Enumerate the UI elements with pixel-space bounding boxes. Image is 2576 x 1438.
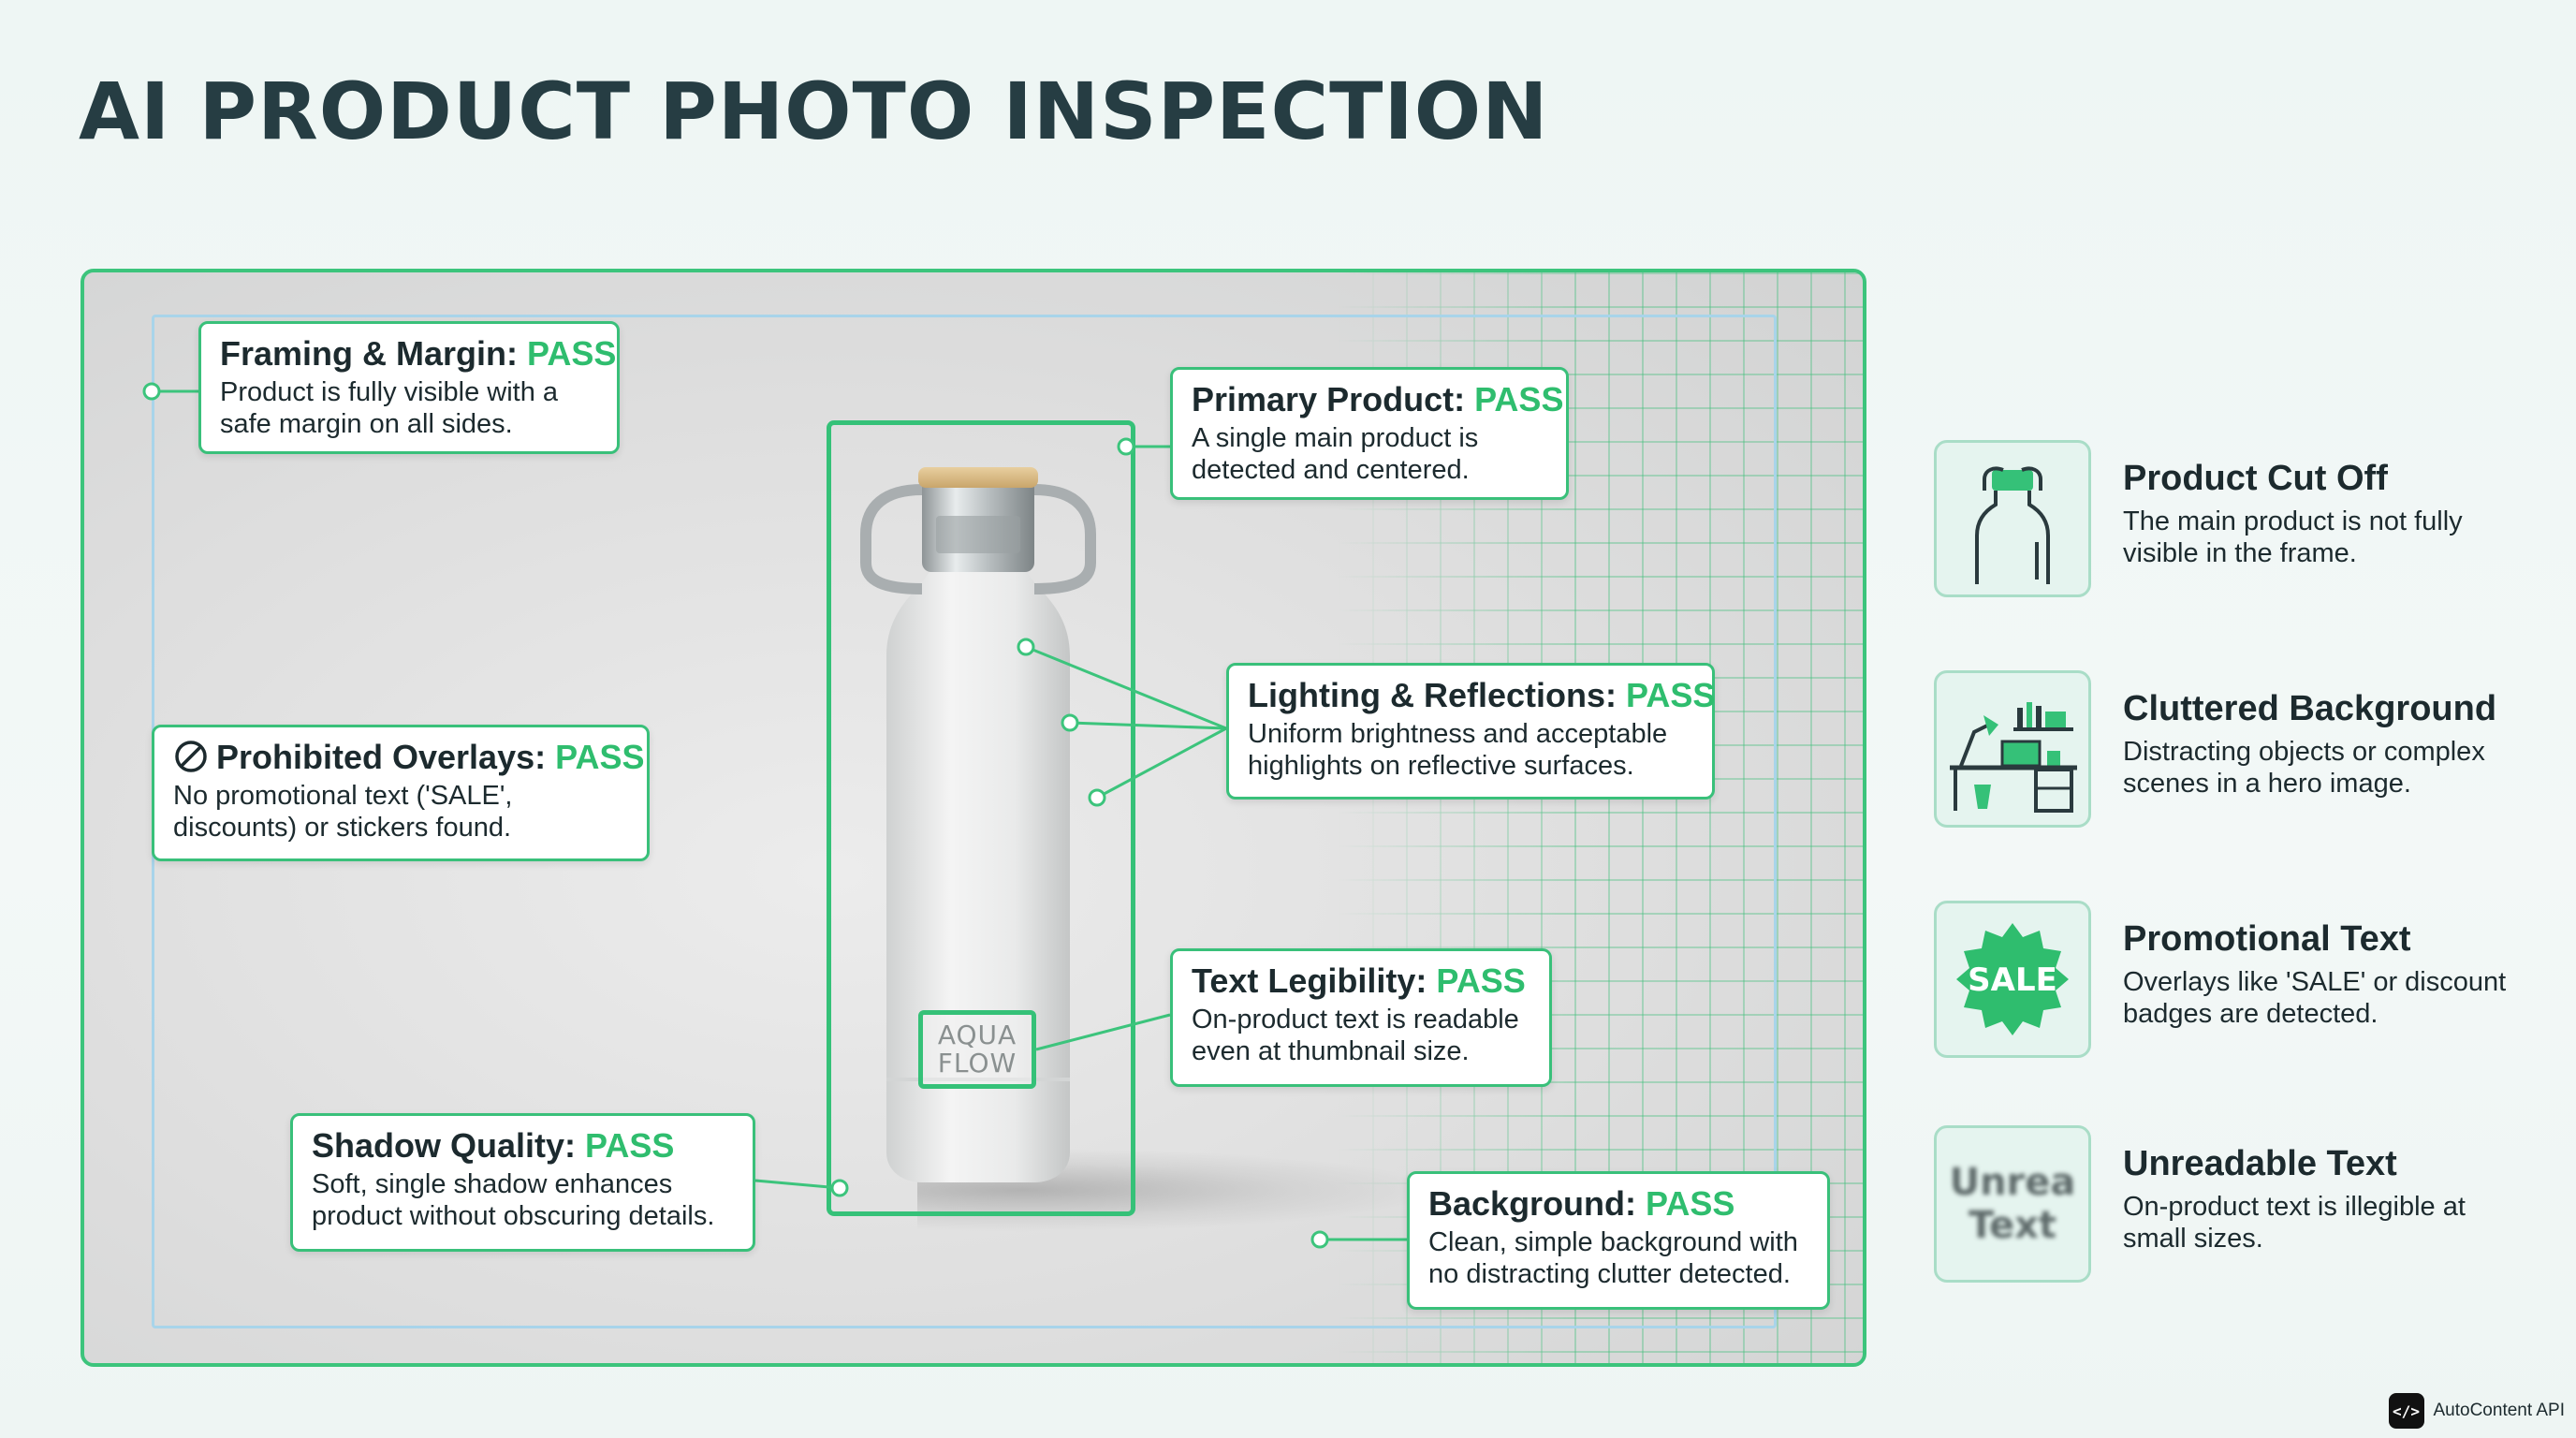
- failure-title: Promotional Text: [2123, 919, 2411, 959]
- callout-text-legibility: Text Legibility: PASS On-product text is…: [1170, 948, 1552, 1087]
- cropped-bottle-icon: [1934, 440, 2091, 597]
- failure-description: Overlays like 'SALE' or discount badges …: [2123, 967, 2507, 1029]
- check-desc-lighting: Uniform brightness and acceptable highli…: [1248, 719, 1668, 781]
- callout-background: Background: PASS Clean, simple backgroun…: [1407, 1171, 1830, 1310]
- failure-cluttered-background: Cluttered Background Distracting objects…: [1934, 670, 2514, 829]
- primary-product-bounding-box: [827, 420, 1135, 1216]
- callout-shadow-quality: Shadow Quality: PASS Soft, single shadow…: [290, 1113, 755, 1252]
- check-title-lighting: Lighting & Reflections: PASS: [1248, 676, 1716, 714]
- check-title-primary: Primary Product: PASS: [1192, 380, 1564, 418]
- code-brackets-icon: </>: [2388, 1393, 2424, 1429]
- failure-description: On-product text is illegible at small si…: [2123, 1192, 2466, 1254]
- blurred-text-line1: Unrea: [1949, 1161, 2076, 1204]
- pass-badge: PASS: [555, 738, 645, 776]
- blurred-text-icon: Unrea Text: [1934, 1125, 2091, 1283]
- inspection-canvas: AQUA FLOW Framing & Margin: PASS Product…: [80, 269, 1866, 1367]
- pass-badge: PASS: [1626, 676, 1716, 714]
- check-desc-background: Clean, simple background with no distrac…: [1428, 1227, 1798, 1289]
- check-desc-primary: A single main product is detected and ce…: [1192, 423, 1479, 485]
- check-title-legibility: Text Legibility: PASS: [1192, 961, 1526, 1000]
- callout-primary-product: Primary Product: PASS A single main prod…: [1170, 367, 1569, 500]
- label-text-line1: AQUA: [937, 1020, 1017, 1050]
- brand-name: AutoContent API: [2433, 1401, 2566, 1420]
- prohibited-icon: [175, 741, 207, 772]
- check-title-overlays: Prohibited Overlays: PASS: [173, 737, 645, 778]
- failure-title: Product Cut Off: [2123, 459, 2388, 498]
- failure-description: Distracting objects or complex scenes in…: [2123, 737, 2485, 799]
- product-label-detection: AQUA FLOW: [918, 1010, 1036, 1089]
- callout-prohibited-overlays: Prohibited Overlays: PASS No promotional…: [152, 725, 650, 861]
- failure-title: Unreadable Text: [2123, 1144, 2397, 1183]
- pass-badge: PASS: [1474, 380, 1564, 418]
- pass-badge: PASS: [1436, 961, 1526, 1000]
- pass-badge: PASS: [1646, 1184, 1735, 1223]
- check-title-background: Background: PASS: [1428, 1184, 1735, 1223]
- failure-description: The main product is not fully visible in…: [2123, 506, 2463, 568]
- sale-badge-text: SALE: [1968, 961, 2057, 999]
- check-title-shadow: Shadow Quality: PASS: [312, 1126, 675, 1165]
- callout-connectors: [142, 382, 1407, 1249]
- label-text-line2: FLOW: [937, 1048, 1017, 1078]
- cluttered-desk-icon: [1934, 670, 2091, 828]
- sale-badge-icon: SALE: [1934, 901, 2091, 1058]
- failure-unreadable-text: Unrea Text Unreadable Text On-product te…: [1934, 1125, 2514, 1284]
- check-desc-legibility: On-product text is readable even at thum…: [1192, 1005, 1519, 1066]
- callout-lighting: Lighting & Reflections: PASS Uniform bri…: [1226, 663, 1715, 800]
- failure-product-cut-off: Product Cut Off The main product is not …: [1934, 440, 2514, 599]
- page-title: AI PRODUCT PHOTO INSPECTION: [79, 66, 1549, 157]
- failure-promotional-text: SALE Promotional Text Overlays like 'SAL…: [1934, 901, 2514, 1060]
- check-desc-overlays: No promotional text ('SALE', discounts) …: [173, 781, 513, 843]
- failure-title: Cluttered Background: [2123, 689, 2497, 728]
- pass-badge: PASS: [585, 1126, 675, 1165]
- check-title-framing: Framing & Margin: PASS: [220, 334, 617, 373]
- check-desc-shadow: Soft, single shadow enhances product wit…: [312, 1169, 715, 1231]
- blurred-text-line2: Text: [1968, 1204, 2057, 1247]
- pass-badge: PASS: [527, 334, 617, 373]
- check-desc-framing: Product is fully visible with a safe mar…: [220, 377, 559, 439]
- brand-watermark: </> AutoContent API: [2388, 1393, 2566, 1429]
- callout-framing: Framing & Margin: PASS Product is fully …: [198, 321, 620, 454]
